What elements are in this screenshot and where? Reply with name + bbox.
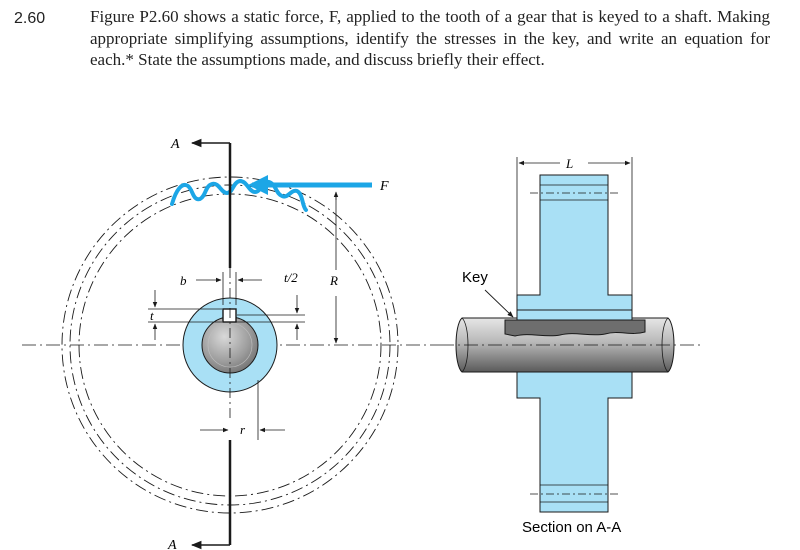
half-height-label: t/2 — [284, 270, 298, 285]
shaft-end — [201, 316, 259, 374]
key-height-label: t — [150, 308, 154, 323]
force-label: F — [379, 179, 389, 194]
problem-statement: Figure P2.60 shows a static force, F, ap… — [90, 7, 770, 69]
keyway — [222, 308, 237, 323]
section-label-top: A — [170, 137, 180, 152]
key-top-hub-zone — [516, 309, 633, 321]
section-label-bottom: A — [167, 538, 177, 550]
gear-front-view: A A F b t t/2 R r — [22, 137, 440, 550]
key — [504, 319, 646, 337]
key-callout-arrow — [484, 289, 514, 318]
shaft-radius-label: r — [240, 422, 246, 437]
gear-radius-label: R — [329, 273, 338, 288]
section-caption: Section on A-A — [522, 519, 621, 536]
problem-number: 2.60 — [14, 10, 46, 27]
key-length-label: L — [565, 156, 573, 171]
key-width-label: b — [180, 273, 187, 288]
section-view: L Key Section on A-A — [440, 156, 700, 536]
gear-teeth — [170, 178, 308, 212]
addendum-circle — [61, 176, 399, 514]
key-callout-label: Key — [462, 269, 488, 286]
